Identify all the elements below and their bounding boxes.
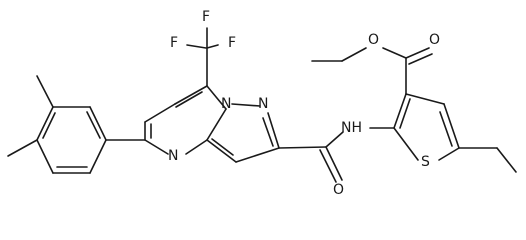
bond: [439, 111, 453, 147]
bond: [382, 47, 407, 59]
bond: [341, 47, 367, 62]
atom-label-amide-nh: NH: [341, 120, 362, 136]
bond: [36, 106, 54, 141]
bond: [393, 93, 407, 129]
bond: [496, 147, 517, 173]
bond: [319, 149, 337, 183]
bond: [144, 139, 169, 155]
atom-label-fluorine: F: [228, 35, 236, 51]
bond: [36, 139, 54, 174]
bond: [36, 75, 54, 108]
structure-diagram: F F F N N N O NH O O S: [7, 9, 517, 198]
bond: [267, 112, 280, 149]
bond: [235, 147, 280, 163]
bond: [399, 98, 411, 129]
bond: [231, 103, 261, 107]
bond: [144, 103, 176, 123]
bond: [262, 117, 274, 147]
bond: [393, 127, 419, 161]
bond: [443, 103, 460, 149]
bond: [405, 47, 430, 59]
atom-label-oxygen: O: [368, 32, 379, 48]
atom-label-nitrogen: N: [168, 148, 178, 164]
bond: [206, 44, 219, 49]
bond: [186, 44, 207, 49]
bond: [185, 139, 208, 155]
bond: [325, 131, 344, 148]
atom-label-sulfur: S: [421, 154, 430, 170]
molecule-canvas: F F F N N N O NH O O S: [7, 9, 517, 198]
atom-label-layer: F F F N N N O NH O O S: [168, 9, 440, 198]
bond: [42, 112, 56, 139]
bond-layer: [7, 27, 517, 183]
bond: [7, 139, 38, 157]
bond: [438, 147, 460, 161]
bond: [278, 146, 327, 149]
bond: [206, 85, 227, 110]
bond: [89, 139, 107, 174]
atom-label-oxygen: O: [429, 32, 440, 48]
bond: [206, 139, 237, 163]
bond: [89, 106, 107, 141]
bond: [86, 111, 101, 139]
bond: [174, 85, 208, 105]
atom-label-fluorine: F: [170, 35, 178, 51]
bond: [325, 146, 343, 181]
atom-label-nitrogen: N: [258, 96, 268, 112]
bond: [408, 53, 433, 65]
atom-label-oxygen: O: [333, 182, 344, 198]
bond: [211, 138, 234, 156]
atom-label-fluorine: F: [202, 9, 210, 25]
atom-label-nitrogen: N: [221, 96, 231, 112]
bond: [405, 93, 445, 105]
bond: [206, 108, 227, 141]
bond: [175, 91, 203, 108]
